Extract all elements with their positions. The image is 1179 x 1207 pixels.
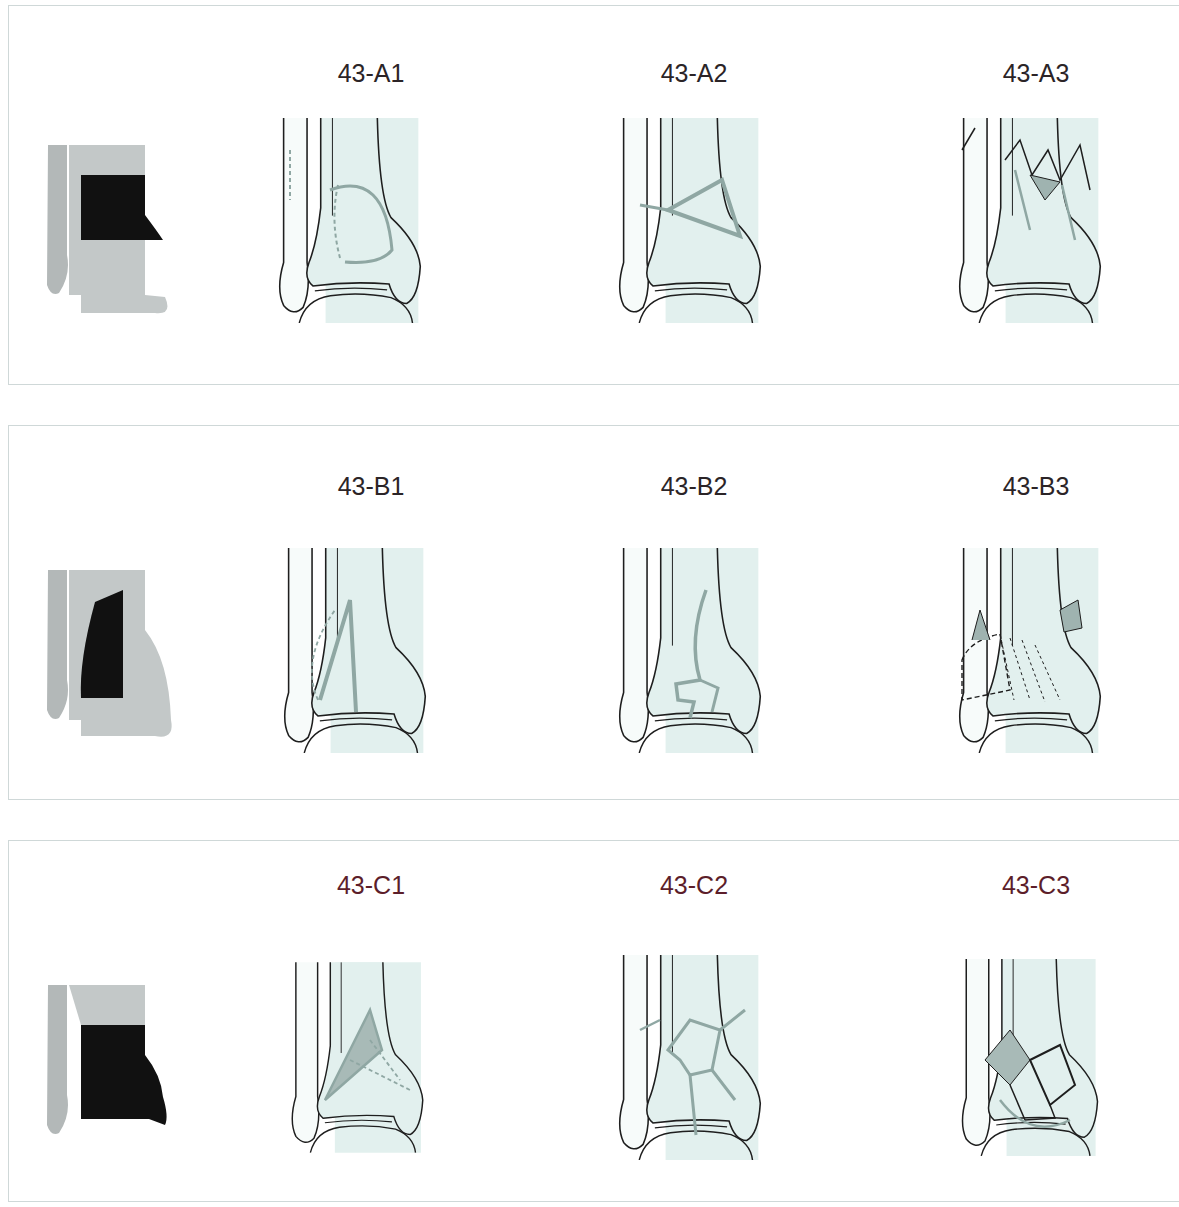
type-label: 43-C1 <box>337 873 405 898</box>
row-panel: 43-A1 43-A2 43-A3 <box>8 5 1179 385</box>
type-label: 43-C2 <box>660 873 728 898</box>
region-icon <box>47 145 167 313</box>
fracture-drawing <box>620 548 761 753</box>
fracture-drawing <box>620 955 761 1160</box>
type-label: 43-A1 <box>338 61 405 86</box>
type-label: 43-B1 <box>338 474 405 499</box>
type-label: 43-B2 <box>661 474 728 499</box>
type-label: 43-B3 <box>1003 474 1070 499</box>
region-icon <box>47 570 172 737</box>
fracture-drawing <box>285 548 426 753</box>
fracture-drawing <box>292 962 423 1152</box>
fracture-drawing <box>960 118 1101 323</box>
fracture-drawing <box>963 959 1098 1156</box>
region-icon <box>47 985 167 1134</box>
type-label: 43-C3 <box>1002 873 1070 898</box>
type-label: 43-A3 <box>1003 61 1070 86</box>
type-label: 43-A2 <box>661 61 728 86</box>
fracture-drawing <box>620 118 761 323</box>
fracture-drawing <box>960 548 1101 753</box>
row-panel: 43-B1 43-B2 43-B3 <box>8 425 1179 800</box>
row-panel: 43-C1 43-C2 43-C3 <box>8 840 1179 1202</box>
fracture-drawing <box>280 118 421 323</box>
